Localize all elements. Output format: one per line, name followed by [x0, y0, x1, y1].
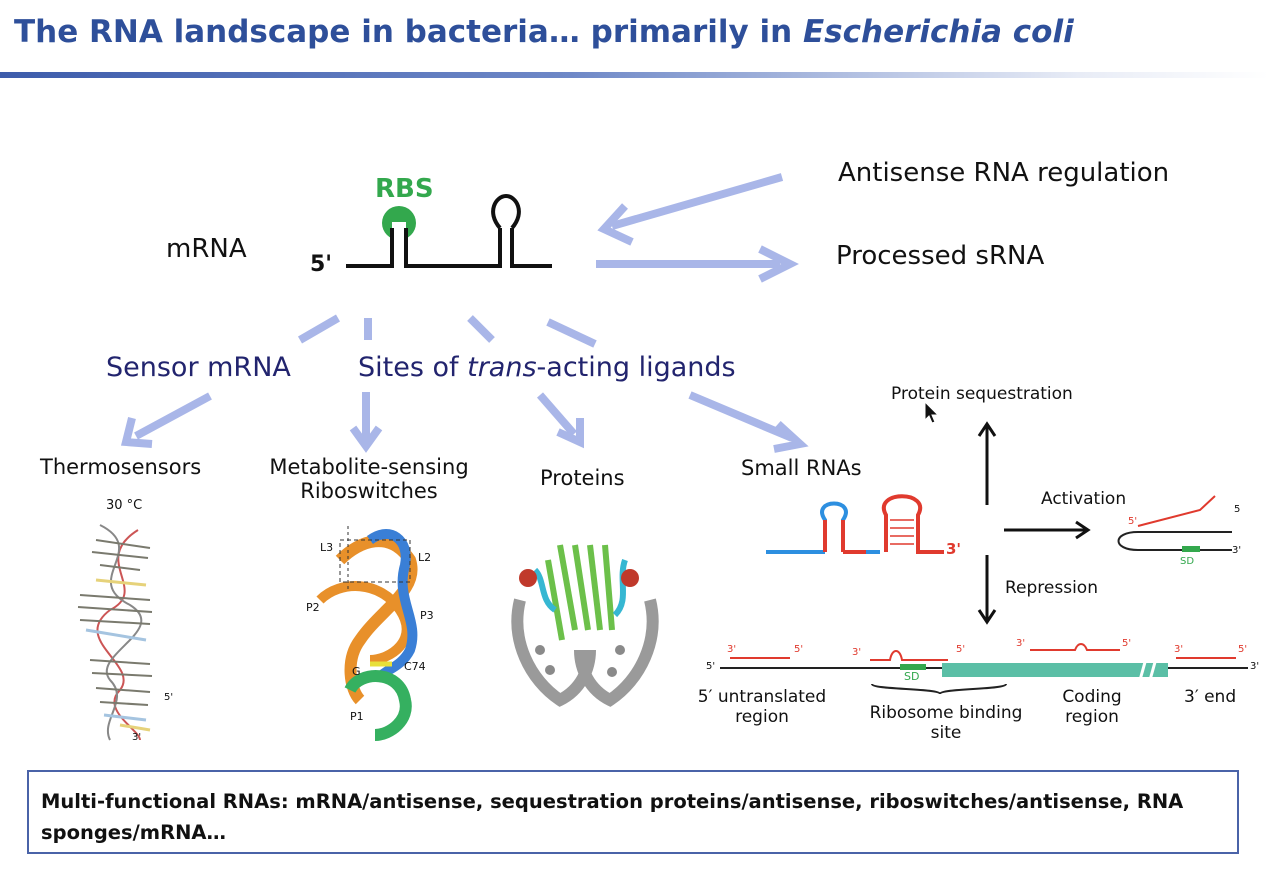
proteins-label: Proteins	[540, 466, 625, 490]
bot-five-d: 5'	[1238, 644, 1248, 655]
bot-three-right: 3'	[1250, 661, 1260, 672]
mrna-five-prime: 5'	[310, 252, 333, 277]
protein-structure	[511, 544, 659, 707]
ribo-p2: P2	[306, 601, 320, 614]
small-rnas-label: Small RNAs	[741, 456, 862, 480]
repression-label: Repression	[1005, 578, 1098, 598]
light-arrows	[120, 173, 809, 453]
title-italic: Escherichia coli	[803, 14, 1074, 50]
rbs-label: RBS	[375, 174, 434, 204]
ribo-l3: L3	[320, 541, 334, 554]
bot-sd: SD	[904, 670, 920, 683]
utr-line1: 5′ untranslated	[697, 687, 827, 707]
sites-italic: trans	[467, 352, 537, 383]
activation-label: Activation	[1041, 489, 1127, 509]
bot-five-b: 5'	[956, 644, 966, 655]
activation-schematic	[1117, 495, 1232, 552]
ribo-c74: C74	[404, 660, 426, 673]
ribo-p3: P3	[420, 609, 434, 622]
coding-line2: region	[1065, 707, 1119, 727]
bot-three-d: 3'	[1174, 644, 1184, 655]
rbs-site-line2: site	[930, 723, 962, 743]
bot-three-a: 3'	[727, 644, 737, 655]
bot-five-left: 5'	[706, 661, 716, 672]
utr-line2: region	[735, 707, 789, 727]
bot-five-c: 5'	[1122, 638, 1132, 649]
ribo-l2: L2	[418, 551, 432, 564]
bot-five-a: 5'	[794, 644, 804, 655]
multifunctional-note-box: Multi-functional RNAs: mRNA/antisense, s…	[27, 770, 1239, 854]
act-five-a: 5'	[1128, 516, 1138, 527]
antisense-label: Antisense RNA regulation	[838, 158, 1170, 188]
thermo-temp: 30 °C	[106, 498, 143, 513]
bot-three-c: 3'	[1016, 638, 1026, 649]
act-sd: SD	[1180, 556, 1195, 567]
mrna-structure	[346, 193, 552, 268]
three-end-label: 3′ end	[1184, 687, 1237, 707]
thermosensor-structure	[77, 524, 153, 741]
sites-suffix: -acting ligands	[536, 352, 736, 383]
slide-title: The RNA landscape in bacteria… primarily…	[14, 14, 1074, 50]
riboswitches-line1: Metabolite-sensing	[269, 455, 469, 479]
target-mrna-track	[720, 643, 1248, 695]
coding-line1: Coding	[1062, 687, 1122, 707]
trans-ligand-sites-label: Sites of trans-acting ligands	[358, 352, 736, 383]
thermosensors-label: Thermosensors	[40, 455, 202, 479]
ribo-p1: P1	[350, 710, 364, 723]
rbs-loop	[382, 206, 416, 266]
black-arrows	[977, 421, 1091, 625]
thermo-five: 5'	[164, 692, 174, 703]
riboswitches-line2: Riboswitches	[300, 479, 438, 503]
mrna-label: mRNA	[166, 234, 247, 264]
act-three: 3'	[1232, 545, 1242, 556]
sites-prefix: Sites of	[358, 352, 468, 383]
processed-srna-label: Processed sRNA	[836, 241, 1045, 271]
act-five-b: 5	[1234, 504, 1241, 515]
protein-sequestration-label: Protein sequestration	[891, 384, 1073, 404]
riboswitch-structure	[316, 526, 418, 741]
title-underline	[0, 72, 1269, 78]
small-rna-structure	[766, 494, 944, 554]
sensor-mrna-label: Sensor mRNA	[106, 352, 291, 383]
title-main: The RNA landscape in bacteria… primarily…	[14, 14, 803, 50]
srna-three-prime: 3'	[946, 540, 962, 558]
multifunctional-note-text: Multi-functional RNAs: mRNA/antisense, s…	[41, 790, 1184, 844]
thermo-three: 3'	[132, 732, 142, 743]
bot-three-b: 3'	[852, 647, 862, 658]
ribo-g: G	[352, 665, 361, 678]
rbs-site-line1: Ribosome binding	[869, 703, 1023, 723]
